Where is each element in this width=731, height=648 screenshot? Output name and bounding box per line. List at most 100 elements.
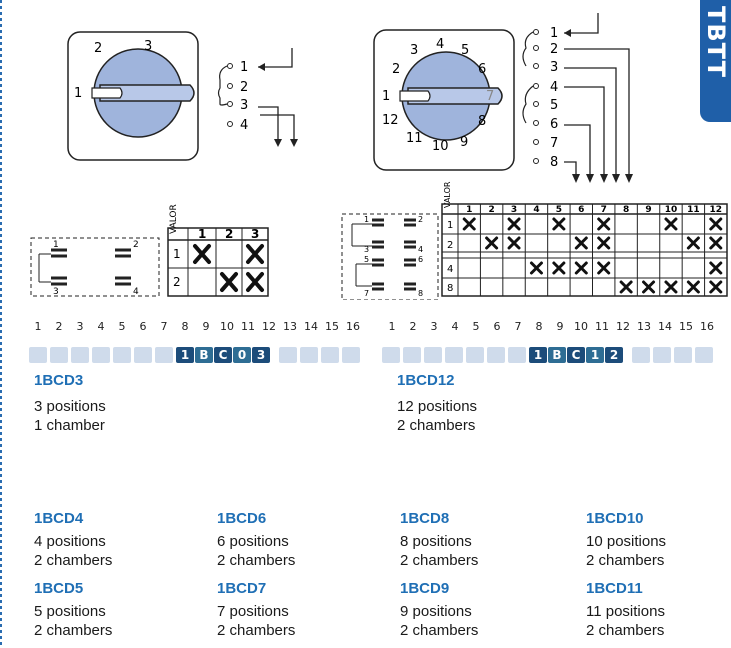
code-char: C — [567, 347, 585, 363]
position-number: 11 — [241, 320, 255, 333]
section-tab-label: TBTT — [702, 6, 730, 78]
contact-label: 3 — [364, 245, 369, 254]
model-name: 1BCD11 — [586, 580, 643, 597]
switch12-label: 1 — [382, 89, 390, 104]
contact-mark — [552, 217, 566, 231]
switch12-label: 6 — [478, 62, 486, 77]
table3-col: 1 — [198, 227, 206, 241]
position-number: 12 — [262, 320, 276, 333]
contact-mark — [709, 236, 723, 250]
switch12-label: 10 — [432, 139, 449, 154]
position-number: 9 — [202, 320, 210, 333]
model-positions: 4 positions — [34, 533, 106, 550]
table12-col: 4 — [533, 205, 539, 215]
switch12-label: 8 — [478, 114, 486, 129]
position-number: 15 — [325, 320, 339, 333]
contact-mark — [686, 280, 700, 294]
code-char: 0 — [233, 347, 251, 363]
switch12-terminal: 5 — [550, 98, 558, 113]
contact-mark — [709, 217, 723, 231]
position-numbers-left: 1 2 3 4 5 6 7 8 9 10 11 12 13 14 15 16 — [28, 320, 361, 334]
position-number: 13 — [283, 320, 297, 333]
contact-label: 2 — [418, 215, 423, 224]
contact-label: 6 — [418, 255, 423, 264]
model-name: 1BCD9 — [400, 580, 450, 597]
model-name: 1BCD12 — [397, 372, 455, 389]
switch12-terminal: 1 — [550, 26, 558, 41]
model-chambers: 2 chambers — [397, 417, 476, 434]
contact-mark — [709, 280, 723, 294]
switch3-terminal: 1 — [240, 60, 248, 75]
position-number: 9 — [556, 320, 564, 333]
code-char: 2 — [605, 347, 623, 363]
contact-mark — [507, 217, 521, 231]
position-number: 5 — [118, 320, 126, 333]
model-positions: 5 positions — [34, 603, 106, 620]
table12-col: 3 — [511, 205, 517, 215]
position-number: 2 — [409, 320, 417, 333]
contact-mark — [485, 236, 499, 250]
model-chambers: 1 chamber — [34, 417, 105, 434]
code-char: B — [548, 347, 566, 363]
table3-row: 2 — [173, 275, 181, 289]
model-chambers: 2 chambers — [400, 622, 479, 639]
contact-label: 1 — [53, 240, 59, 250]
position-number: 8 — [535, 320, 543, 333]
switch-diagram-12: 1 2 3 4 5 6 7 8 9 10 11 12 1 2 3 4 5 6 7… — [373, 13, 633, 183]
contact-mark — [642, 280, 656, 294]
model-chambers: 2 chambers — [217, 622, 296, 639]
position-number: 11 — [595, 320, 609, 333]
code-char: 1 — [529, 347, 547, 363]
contact-mark — [664, 280, 678, 294]
switch12-terminal: 4 — [550, 80, 558, 95]
switch12-label: 4 — [436, 37, 444, 52]
page-border — [0, 0, 2, 648]
position-number: 3 — [430, 320, 438, 333]
contact-label: 8 — [418, 289, 423, 298]
contact-label: 4 — [133, 287, 139, 297]
table12-col: 8 — [623, 205, 629, 215]
switch3-terminal: 2 — [240, 80, 248, 95]
model-positions: 11 positions — [586, 603, 665, 620]
model-name: 1BCD3 — [34, 372, 84, 389]
table12-col: 11 — [687, 205, 700, 215]
position-number: 10 — [220, 320, 234, 333]
model-positions: 12 positions — [397, 398, 478, 415]
code-strip-right: 1 B C 1 2 — [382, 347, 718, 363]
switch3-label: 2 — [94, 41, 102, 56]
table3-header: VALOR — [169, 204, 179, 234]
model-name: 1BCD10 — [586, 510, 644, 527]
table12-col: 2 — [488, 205, 494, 215]
contact-label: 3 — [53, 287, 59, 297]
table12-row: 2 — [447, 240, 453, 251]
contact-label: 4 — [418, 245, 423, 254]
contact-mark — [507, 236, 521, 250]
switch12-terminal: 6 — [550, 117, 558, 132]
model-positions: 3 positions — [34, 398, 106, 415]
position-number: 8 — [181, 320, 189, 333]
contact-label: 2 — [133, 240, 139, 250]
position-number: 3 — [76, 320, 84, 333]
table3-col: 2 — [225, 227, 233, 241]
code-char: B — [195, 347, 213, 363]
table12-col: 10 — [665, 205, 678, 215]
table12-row: 8 — [447, 283, 453, 294]
position-number: 12 — [616, 320, 630, 333]
table3-row: 1 — [173, 247, 181, 261]
table3-col: 3 — [251, 227, 259, 241]
switch12-label: 3 — [410, 43, 418, 58]
contact-label: 1 — [364, 215, 369, 224]
model-name: 1BCD4 — [34, 510, 84, 527]
switch3-label: 1 — [74, 86, 82, 101]
model-desc: 12 positions 2 chambers — [397, 397, 477, 435]
table12-header: VALOR — [443, 181, 452, 208]
code-char: 1 — [586, 347, 604, 363]
code-char: C — [214, 347, 232, 363]
